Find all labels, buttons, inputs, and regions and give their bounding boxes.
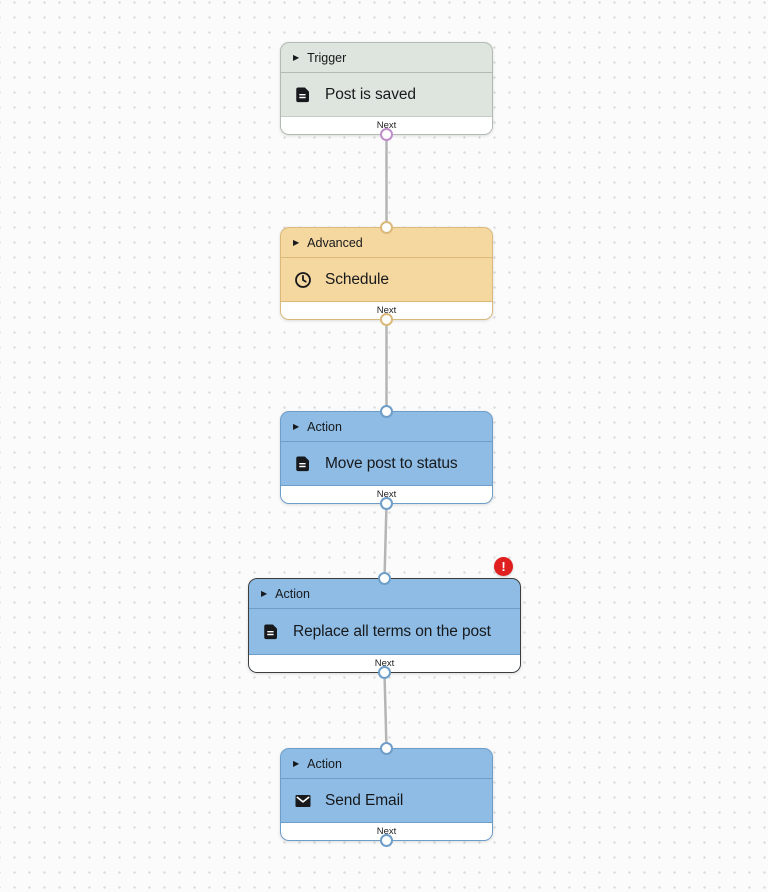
- input-port[interactable]: [380, 742, 393, 755]
- document-icon: [262, 623, 280, 641]
- output-port[interactable]: [380, 834, 393, 847]
- connector-line: [383, 672, 388, 750]
- node-body[interactable]: Send Email: [281, 779, 492, 822]
- output-port[interactable]: [380, 313, 393, 326]
- node-body[interactable]: Move post to status: [281, 442, 492, 485]
- envelope-icon: [294, 792, 312, 810]
- next-label: Next: [374, 658, 395, 669]
- node-category: Advanced: [307, 235, 363, 250]
- input-port[interactable]: [380, 221, 393, 234]
- node-header[interactable]: ▶ Advanced: [281, 228, 492, 258]
- output-port[interactable]: [380, 497, 393, 510]
- document-icon: [294, 455, 312, 473]
- node-action-replace-all-terms[interactable]: ! ▶ Action Replace all terms on the post…: [248, 557, 521, 679]
- node-category: Action: [307, 419, 342, 434]
- node-category: Trigger: [307, 50, 347, 65]
- node-header[interactable]: ▶ Action: [281, 749, 492, 779]
- output-port[interactable]: [380, 128, 393, 141]
- node-category: Action: [275, 586, 310, 601]
- node-footer: Next: [249, 654, 520, 672]
- node-body[interactable]: Post is saved: [281, 73, 492, 116]
- node-footer: Next: [281, 301, 492, 319]
- node-header[interactable]: ▶ Trigger: [281, 43, 492, 73]
- node-trigger-post-is-saved[interactable]: ▶ Trigger Post is saved Next: [280, 42, 493, 141]
- node-body[interactable]: Schedule: [281, 258, 492, 301]
- node-title: Schedule: [325, 270, 389, 288]
- node-title: Replace all terms on the post: [293, 622, 491, 640]
- node-footer: Next: [281, 485, 492, 503]
- node-body[interactable]: Replace all terms on the post: [249, 609, 520, 654]
- input-port[interactable]: [380, 405, 393, 418]
- node-header[interactable]: ▶ Action: [281, 412, 492, 442]
- collapse-triangle-icon[interactable]: ▶: [293, 421, 300, 431]
- node-action-send-email[interactable]: ▶ Action Send Email Next: [280, 742, 493, 847]
- node-footer: Next: [281, 822, 492, 840]
- node-title: Move post to status: [325, 454, 458, 472]
- node-footer: Next: [281, 116, 492, 134]
- collapse-triangle-icon[interactable]: ▶: [293, 758, 300, 768]
- node-title: Send Email: [325, 791, 404, 809]
- next-label: Next: [376, 305, 397, 316]
- connector-line: [383, 503, 388, 580]
- clock-icon: [294, 271, 312, 289]
- error-badge-icon: !: [494, 557, 513, 576]
- next-label: Next: [376, 120, 397, 131]
- node-advanced-schedule[interactable]: ▶ Advanced Schedule Next: [280, 221, 493, 326]
- next-label: Next: [376, 826, 397, 837]
- input-port[interactable]: [378, 572, 391, 585]
- node-title: Post is saved: [325, 85, 416, 103]
- next-label: Next: [376, 489, 397, 500]
- node-header[interactable]: ▶ Action: [249, 579, 520, 609]
- output-port[interactable]: [378, 666, 391, 679]
- node-action-move-post-to-status[interactable]: ▶ Action Move post to status Next: [280, 405, 493, 510]
- node-category: Action: [307, 756, 342, 771]
- collapse-triangle-icon[interactable]: ▶: [261, 588, 268, 598]
- collapse-triangle-icon[interactable]: ▶: [293, 237, 300, 247]
- document-icon: [294, 86, 312, 104]
- collapse-triangle-icon[interactable]: ▶: [293, 52, 300, 62]
